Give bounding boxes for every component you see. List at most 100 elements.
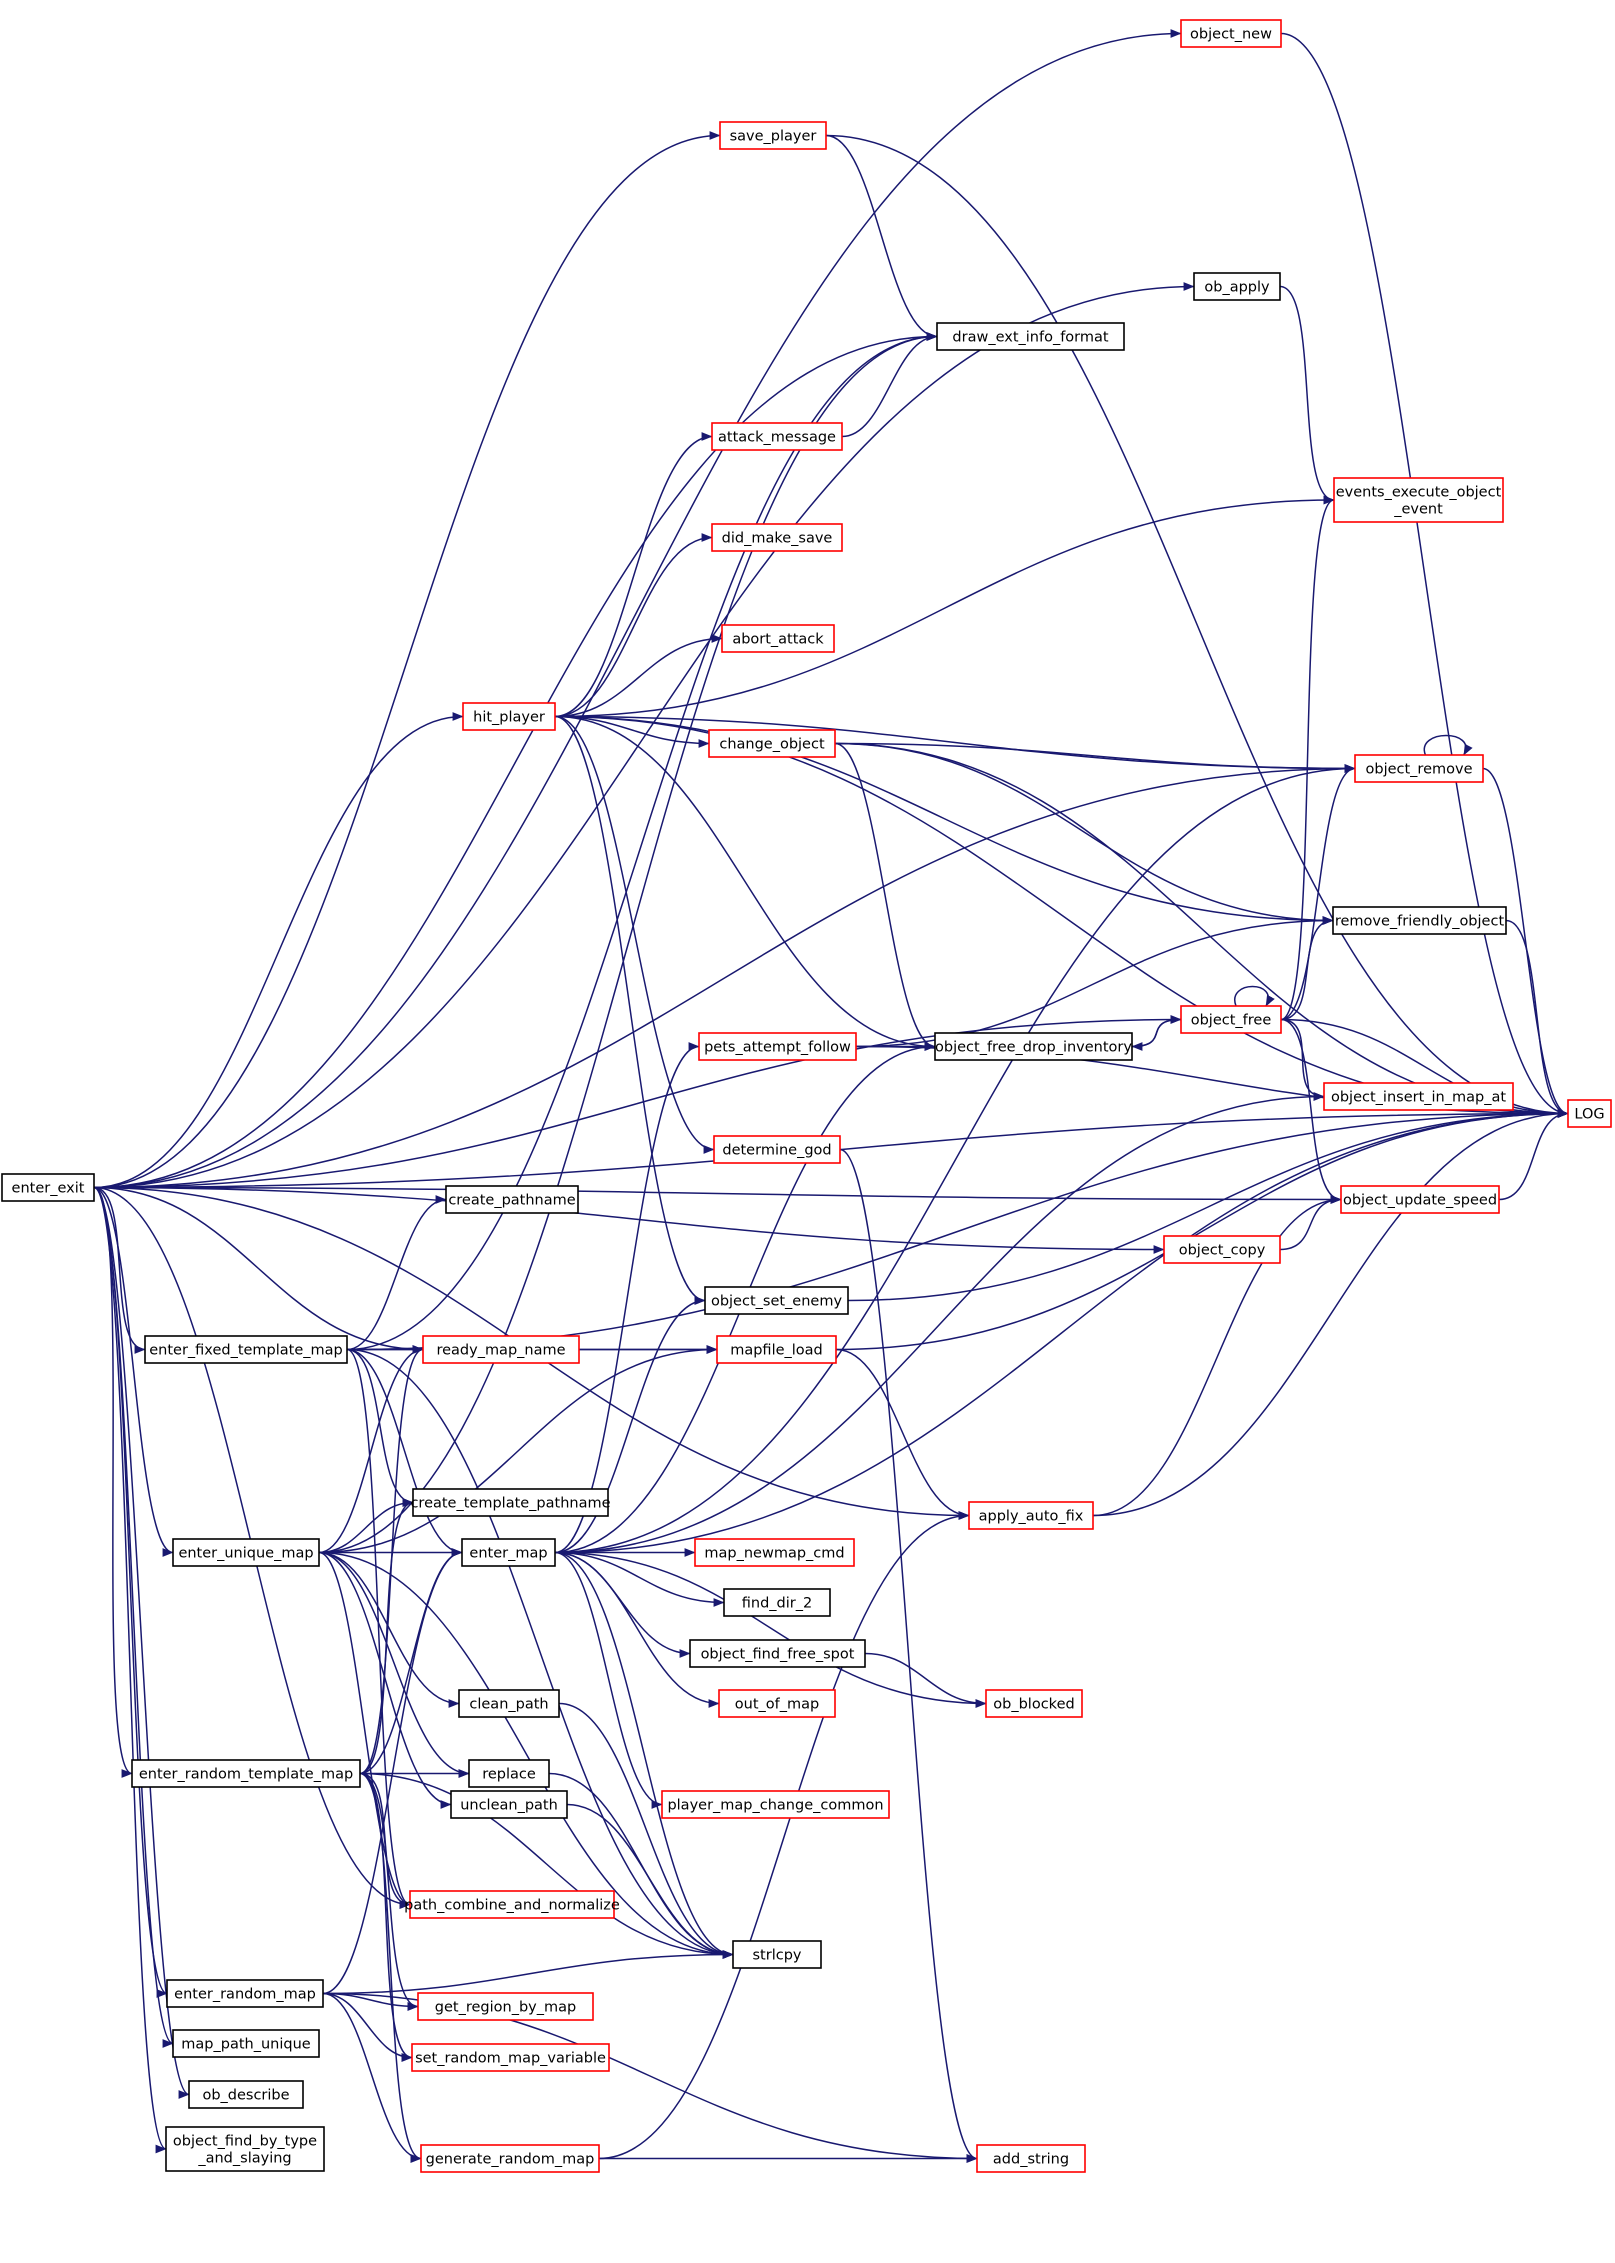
node-ob-describe[interactable]: ob_describe — [188, 2080, 304, 2109]
edge-enter-unique-map-to-mapfile-load — [318, 1345, 718, 1554]
node-clean-path[interactable]: clean_path — [458, 1689, 560, 1718]
node-did-make-save[interactable]: did_make_save — [711, 523, 843, 552]
node-label: ob_blocked — [993, 1697, 1074, 1713]
node-enter-map[interactable]: enter_map — [461, 1538, 556, 1567]
edge-enter-fixed-template-map-to-draw-ext-info-format — [346, 332, 938, 1351]
edge-enter-map-to-player-map-change-common — [554, 1551, 663, 1809]
edge-mapfile-load-to-LOG — [835, 1109, 1569, 1351]
node-label: create_template_pathname — [410, 1496, 610, 1512]
node-box — [411, 2043, 610, 2072]
node-enter-fixed-template-map[interactable]: enter_fixed_template_map — [144, 1335, 348, 1364]
node-LOG[interactable]: LOG — [1567, 1099, 1612, 1128]
node-enter-exit: enter_exit — [1, 1173, 95, 1202]
node-label: object_copy — [1179, 1243, 1266, 1259]
node-object-find-by-type-and-slaying[interactable]: object_find_by_type_and_slaying — [165, 2126, 325, 2172]
node-label: enter_random_template_map — [139, 1767, 353, 1783]
node-ob-apply[interactable]: ob_apply — [1193, 272, 1281, 301]
node-pets-attempt-follow[interactable]: pets_attempt_follow — [698, 1032, 857, 1061]
node-enter-random-template-map[interactable]: enter_random_template_map — [131, 1759, 361, 1788]
edge-enter-exit-to-enter-unique-map — [93, 1186, 174, 1557]
node-box — [1333, 477, 1504, 523]
node-box — [698, 1032, 857, 1061]
node-label: ob_apply — [1204, 280, 1270, 296]
node-events-execute-object-event[interactable]: events_execute_object_event — [1333, 477, 1504, 523]
edge-ob-apply-to-events-execute-object-event — [1279, 285, 1335, 505]
edge-object-free-to-object-insert-in-map-at — [1280, 1018, 1325, 1101]
edge-enter-exit-to-object-free — [93, 1015, 1182, 1189]
edge-unclean-path-to-strlcpy — [566, 1803, 734, 1959]
node-add-string[interactable]: add_string — [976, 2144, 1086, 2173]
edge-remove-friendly-object-to-LOG — [1505, 919, 1569, 1118]
node-object-set-enemy[interactable]: object_set_enemy — [704, 1286, 849, 1315]
node-label: strlcpy — [753, 1948, 802, 1964]
edge-enter-exit-to-object-update-speed — [93, 1186, 1342, 1204]
node-abort-attack[interactable]: abort_attack — [721, 624, 835, 653]
node-label: ob_describe — [202, 2088, 289, 2104]
edge-object-free-to-object-remove — [1280, 764, 1356, 1021]
edge-enter-unique-map-to-path-combine-and-normalize — [318, 1551, 411, 1909]
node-object-free-drop-inventory[interactable]: object_free_drop_inventory — [934, 1032, 1133, 1061]
edge-enter-map-to-object-set-enemy — [554, 1296, 706, 1554]
node-map-path-unique[interactable]: map_path_unique — [172, 2029, 320, 2058]
edge-enter-random-template-map-to-create-template-pathname — [359, 1498, 414, 1775]
node-box — [1332, 906, 1507, 935]
node-box — [1180, 1005, 1282, 1034]
node-enter-random-map[interactable]: enter_random_map — [166, 1979, 324, 2008]
node-find-dir-2[interactable]: find_dir_2 — [723, 1588, 831, 1617]
node-generate-random-map[interactable]: generate_random_map — [420, 2144, 600, 2173]
node-object-remove[interactable]: object_remove — [1354, 754, 1484, 783]
node-ready-map-name[interactable]: ready_map_name — [422, 1335, 580, 1364]
node-box — [1163, 1235, 1281, 1264]
node-enter-unique-map[interactable]: enter_unique_map — [172, 1538, 320, 1567]
node-label: set_random_map_variable — [415, 2051, 606, 2067]
node-save-player[interactable]: save_player — [719, 121, 827, 150]
node-label: add_string — [993, 2152, 1069, 2168]
edge-object-remove-to-object-remove — [1423, 734, 1473, 756]
node-label: unclean_path — [460, 1798, 558, 1814]
node-ob-blocked[interactable]: ob_blocked — [985, 1689, 1083, 1718]
node-out-of-map[interactable]: out_of_map — [718, 1689, 836, 1718]
node-label: abort_attack — [732, 632, 824, 648]
edge-enter-fixed-template-map-to-strlcpy — [346, 1348, 734, 1959]
node-object-insert-in-map-at[interactable]: object_insert_in_map_at — [1323, 1082, 1514, 1111]
node-box — [409, 1890, 615, 1919]
node-create-pathname[interactable]: create_pathname — [445, 1185, 579, 1214]
node-replace[interactable]: replace — [468, 1759, 550, 1788]
node-object-copy[interactable]: object_copy — [1163, 1235, 1281, 1264]
node-unclean-path[interactable]: unclean_path — [450, 1790, 568, 1819]
edge-enter-random-template-map-to-set-random-map-variable — [359, 1772, 413, 2062]
node-attack-message[interactable]: attack_message — [711, 422, 843, 451]
node-player-map-change-common[interactable]: player_map_change_common — [661, 1790, 890, 1819]
node-label: object_new — [1190, 27, 1272, 43]
node-path-combine-and-normalize[interactable]: path_combine_and_normalize — [404, 1890, 620, 1919]
node-change-object[interactable]: change_object — [708, 729, 836, 758]
node-box — [166, 1979, 324, 2008]
edge-enter-fixed-template-map-to-create-template-pathname — [346, 1348, 414, 1507]
node-object-free[interactable]: object_free — [1180, 1005, 1282, 1034]
edge-enter-map-to-find-dir-2 — [554, 1551, 725, 1607]
function-nodes: enter_exit object_new save_player ob_applyd… — [1, 19, 1612, 2173]
node-mapfile-load[interactable]: mapfile_load — [716, 1335, 837, 1364]
edge-change-object-to-object-remove — [834, 742, 1356, 773]
node-label: replace — [482, 1767, 536, 1783]
edge-enter-fixed-template-map-to-LOG — [346, 1109, 1569, 1351]
node-label: enter_map — [469, 1546, 547, 1562]
node-set-random-map-variable[interactable]: set_random_map_variable — [411, 2043, 610, 2072]
edge-hit-player-to-abort-attack — [554, 634, 723, 718]
node-determine-god[interactable]: determine_god — [713, 1135, 841, 1164]
node-box — [716, 1335, 837, 1364]
node-object-find-free-spot[interactable]: object_find_free_spot — [689, 1639, 866, 1668]
node-draw-ext-info-format[interactable]: draw_ext_info_format — [936, 322, 1125, 351]
edge-enter-map-to-LOG — [554, 1109, 1569, 1554]
node-box — [689, 1639, 866, 1668]
node-get-region-by-map[interactable]: get_region_by_map — [417, 1992, 594, 2021]
node-hit-player[interactable]: hit_player — [462, 702, 556, 731]
node-object-update-speed[interactable]: object_update_speed — [1340, 1185, 1500, 1214]
node-strlcpy[interactable]: strlcpy — [732, 1940, 822, 1969]
node-apply-auto-fix[interactable]: apply_auto_fix — [968, 1501, 1094, 1530]
node-remove-friendly-object[interactable]: remove_friendly_object — [1332, 906, 1507, 935]
node-object-new[interactable]: object_new — [1180, 19, 1282, 48]
node-label: object_insert_in_map_at — [1331, 1090, 1506, 1106]
node-create-template-pathname[interactable]: create_template_pathname — [410, 1488, 611, 1517]
node-map-newmap-cmd[interactable]: map_newmap_cmd — [694, 1538, 855, 1567]
